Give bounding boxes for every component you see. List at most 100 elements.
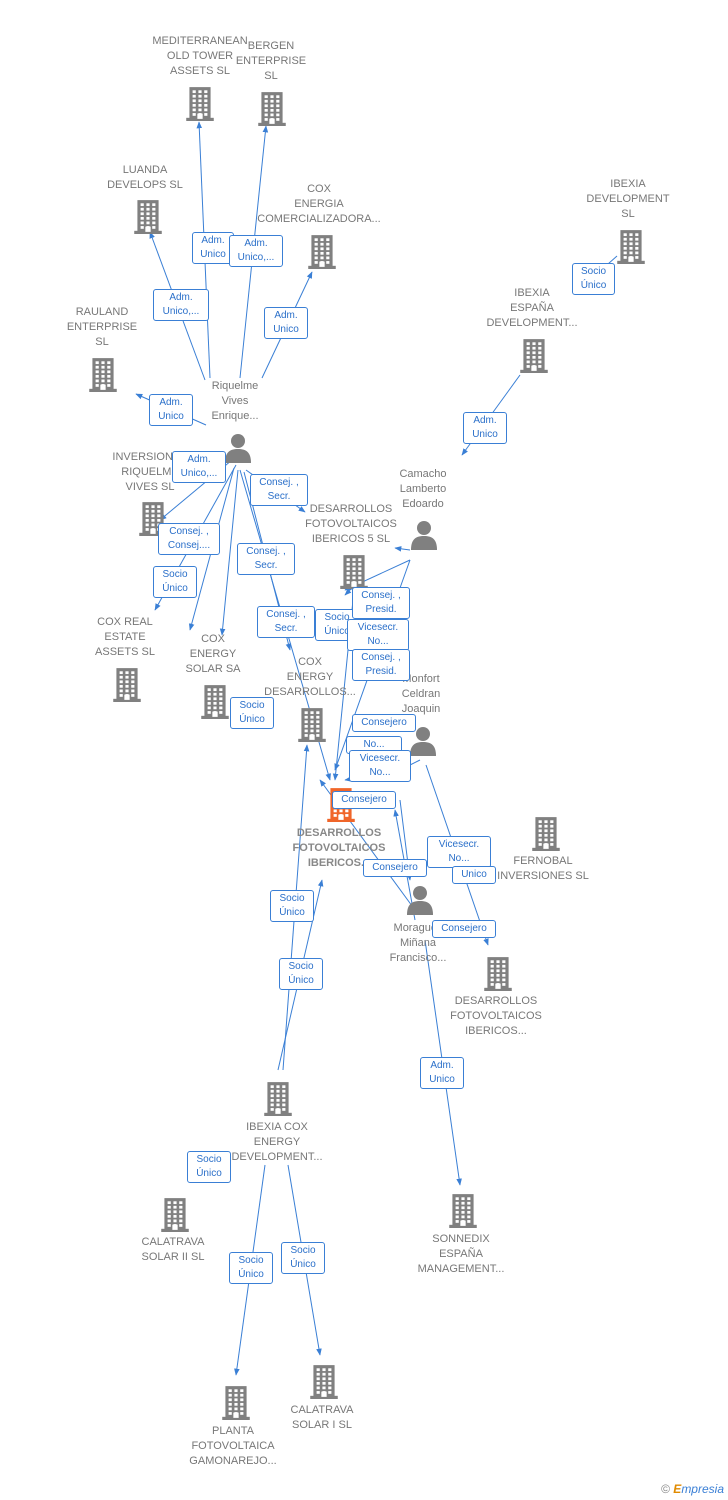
company-fernobal[interactable]: FERNOBAL INVERSIONES SL bbox=[493, 854, 593, 884]
role-tag[interactable]: Adm. Unico,... bbox=[153, 289, 209, 321]
person-moragues[interactable]: Moragues Miñana Francisco... bbox=[370, 921, 466, 966]
role-tag[interactable]: Socio Único bbox=[281, 1242, 325, 1274]
company-label: INVERSIONES RIQUELME VIVES SL bbox=[112, 451, 188, 493]
role-tag[interactable]: Unico bbox=[452, 866, 496, 884]
role-tag[interactable]: Socio Único bbox=[229, 1252, 273, 1284]
building-icon bbox=[530, 815, 562, 856]
company-calatrava-ii[interactable]: CALATRAVA SOLAR II SL bbox=[123, 1235, 223, 1265]
company-label: BERGEN ENTERPRISE SL bbox=[235, 40, 307, 82]
role-tag[interactable]: Consej. , Presid. bbox=[352, 649, 410, 681]
role-tag[interactable]: Vicesecr. No... bbox=[347, 619, 409, 651]
role-tag[interactable]: Adm. Unico,... bbox=[172, 451, 226, 483]
company-mediterranean[interactable]: MEDITERRANEAN OLD TOWER ASSETS SL bbox=[145, 34, 255, 79]
company-luanda[interactable]: LUANDA DEVELOPS SL bbox=[95, 163, 195, 193]
role-tag[interactable]: Consejero bbox=[352, 714, 416, 732]
company-desarrollos-5[interactable]: DESARROLLOS FOTOVOLTAICOS IBERICOS 5 SL bbox=[295, 502, 407, 547]
company-label: CALATRAVA SOLAR I SL bbox=[290, 1404, 354, 1431]
role-tag[interactable]: Consejero bbox=[363, 859, 427, 877]
company-ibexia-espana[interactable]: IBEXIA ESPAÑA DEVELOPMENT... bbox=[477, 286, 587, 331]
company-label: COX ENERGY DESARROLLOS... bbox=[264, 656, 356, 698]
role-tag[interactable]: Adm. Unico bbox=[192, 232, 234, 264]
company-ibexia-cox[interactable]: IBEXIA COX ENERGY DEVELOPMENT... bbox=[222, 1120, 332, 1165]
company-cox-comercializadora[interactable]: COX ENERGIA COMERCIALIZADORA... bbox=[248, 182, 390, 227]
building-icon bbox=[199, 683, 231, 724]
company-label: RAULAND ENTERPRISE SL bbox=[66, 306, 138, 348]
person-camacho[interactable]: Camacho Lamberto Edoardo bbox=[378, 467, 468, 512]
company-label: CALATRAVA SOLAR II SL bbox=[141, 1236, 205, 1263]
company-planta[interactable]: PLANTA FOTOVOLTAICA GAMONAREJO... bbox=[178, 1424, 288, 1469]
edge-line bbox=[394, 546, 411, 552]
company-cox-real-estate[interactable]: COX REAL ESTATE ASSETS SL bbox=[75, 615, 175, 660]
role-tag[interactable]: Consejero bbox=[332, 791, 396, 809]
person-icon bbox=[406, 885, 434, 920]
building-icon bbox=[518, 337, 550, 378]
role-tag[interactable]: Socio Único bbox=[230, 697, 274, 729]
role-tag[interactable]: Socio Único bbox=[572, 263, 615, 295]
role-tag[interactable]: Socio Único bbox=[187, 1151, 231, 1183]
company-label: FERNOBAL INVERSIONES SL bbox=[497, 855, 589, 882]
building-icon bbox=[220, 1384, 252, 1425]
person-label: Monfort Celdran Joaquin bbox=[401, 673, 441, 715]
company-cox-solar[interactable]: COX ENERGY SOLAR SA bbox=[168, 632, 258, 677]
role-tag[interactable]: Consej. , Secr. bbox=[250, 474, 308, 506]
role-tag[interactable]: Adm. Unico bbox=[420, 1057, 464, 1089]
building-icon bbox=[132, 198, 164, 239]
person-label: Moragues Miñana Francisco... bbox=[389, 922, 447, 964]
company-label: LUANDA DEVELOPS SL bbox=[107, 164, 183, 191]
company-label: IBEXIA COX ENERGY DEVELOPMENT... bbox=[231, 1121, 323, 1163]
company-ibexia-development[interactable]: IBEXIA DEVELOPMENT SL bbox=[578, 177, 678, 222]
company-label: DESARROLLOS FOTOVOLTAICOS IBERICOS 5 SL bbox=[305, 503, 397, 545]
role-tag[interactable]: Socio Único bbox=[270, 890, 314, 922]
role-tag[interactable]: Consej. , Presid. bbox=[352, 587, 410, 619]
company-bergen[interactable]: BERGEN ENTERPRISE SL bbox=[226, 39, 316, 84]
role-tag[interactable]: Adm. Unico bbox=[149, 394, 193, 426]
focus-company[interactable]: DESARROLLOS FOTOVOLTAICOS IBERICOS... bbox=[279, 826, 399, 871]
company-label: MEDITERRANEAN OLD TOWER ASSETS SL bbox=[152, 35, 248, 77]
focus-company-label: DESARROLLOS FOTOVOLTAICOS IBERICOS... bbox=[292, 827, 386, 869]
building-icon bbox=[308, 1363, 340, 1404]
brand-name: mpresia bbox=[681, 1482, 724, 1496]
person-monfort[interactable]: Monfort Celdran Joaquin bbox=[376, 672, 466, 717]
person-icon bbox=[410, 520, 438, 555]
company-label: COX ENERGY SOLAR SA bbox=[185, 633, 241, 675]
person-icon bbox=[224, 433, 252, 468]
role-tag[interactable]: Consej. , Consej.... bbox=[158, 523, 220, 555]
company-sonnedix[interactable]: SONNEDIX ESPAÑA MANAGEMENT... bbox=[406, 1232, 516, 1277]
edge-line bbox=[219, 469, 239, 636]
role-tag[interactable]: Adm. Unico bbox=[463, 412, 507, 444]
person-label: Riquelme Vives Enrique... bbox=[211, 380, 259, 422]
person-label: Camacho Lamberto Edoardo bbox=[399, 468, 447, 510]
role-tag[interactable]: Vicesecr. No... bbox=[349, 750, 411, 782]
role-tag[interactable]: Adm. Unico bbox=[264, 307, 308, 339]
building-icon bbox=[159, 1196, 191, 1237]
building-icon bbox=[262, 1080, 294, 1121]
empresia-credit[interactable]: © Empresia bbox=[661, 1482, 724, 1496]
role-tag[interactable]: Vicesecr. No... bbox=[427, 836, 491, 868]
company-cox-desarrollos[interactable]: COX ENERGY DESARROLLOS... bbox=[255, 655, 365, 700]
role-tag[interactable]: Socio Único bbox=[153, 566, 197, 598]
building-icon bbox=[296, 706, 328, 747]
company-inversiones-riquelme[interactable]: INVERSIONES RIQUELME VIVES SL bbox=[100, 450, 200, 495]
building-icon bbox=[184, 85, 216, 126]
building-icon bbox=[306, 233, 338, 274]
building-icon bbox=[482, 955, 514, 996]
company-rauland[interactable]: RAULAND ENTERPRISE SL bbox=[52, 305, 152, 350]
company-label: IBEXIA DEVELOPMENT SL bbox=[586, 178, 670, 220]
company-desarrollos-other[interactable]: DESARROLLOS FOTOVOLTAICOS IBERICOS... bbox=[441, 994, 551, 1039]
company-label: SONNEDIX ESPAÑA MANAGEMENT... bbox=[417, 1233, 505, 1275]
company-label: PLANTA FOTOVOLTAICA GAMONAREJO... bbox=[189, 1425, 277, 1467]
role-tag[interactable]: Consej. , Secr. bbox=[257, 606, 315, 638]
company-calatrava-i[interactable]: CALATRAVA SOLAR I SL bbox=[272, 1403, 372, 1433]
role-tag[interactable]: Consej. , Secr. bbox=[237, 543, 295, 575]
person-riquelme[interactable]: Riquelme Vives Enrique... bbox=[190, 379, 280, 424]
building-icon bbox=[87, 356, 119, 397]
company-label: IBEXIA ESPAÑA DEVELOPMENT... bbox=[486, 287, 578, 329]
role-tag[interactable]: Consejero bbox=[432, 920, 496, 938]
role-tag[interactable]: Socio Único bbox=[279, 958, 323, 990]
building-icon bbox=[111, 666, 143, 707]
role-tag[interactable]: Adm. Unico,... bbox=[229, 235, 283, 267]
copyright-icon: © bbox=[661, 1482, 670, 1496]
building-icon bbox=[615, 228, 647, 269]
building-icon bbox=[256, 90, 288, 131]
company-label: DESARROLLOS FOTOVOLTAICOS IBERICOS... bbox=[450, 995, 542, 1037]
